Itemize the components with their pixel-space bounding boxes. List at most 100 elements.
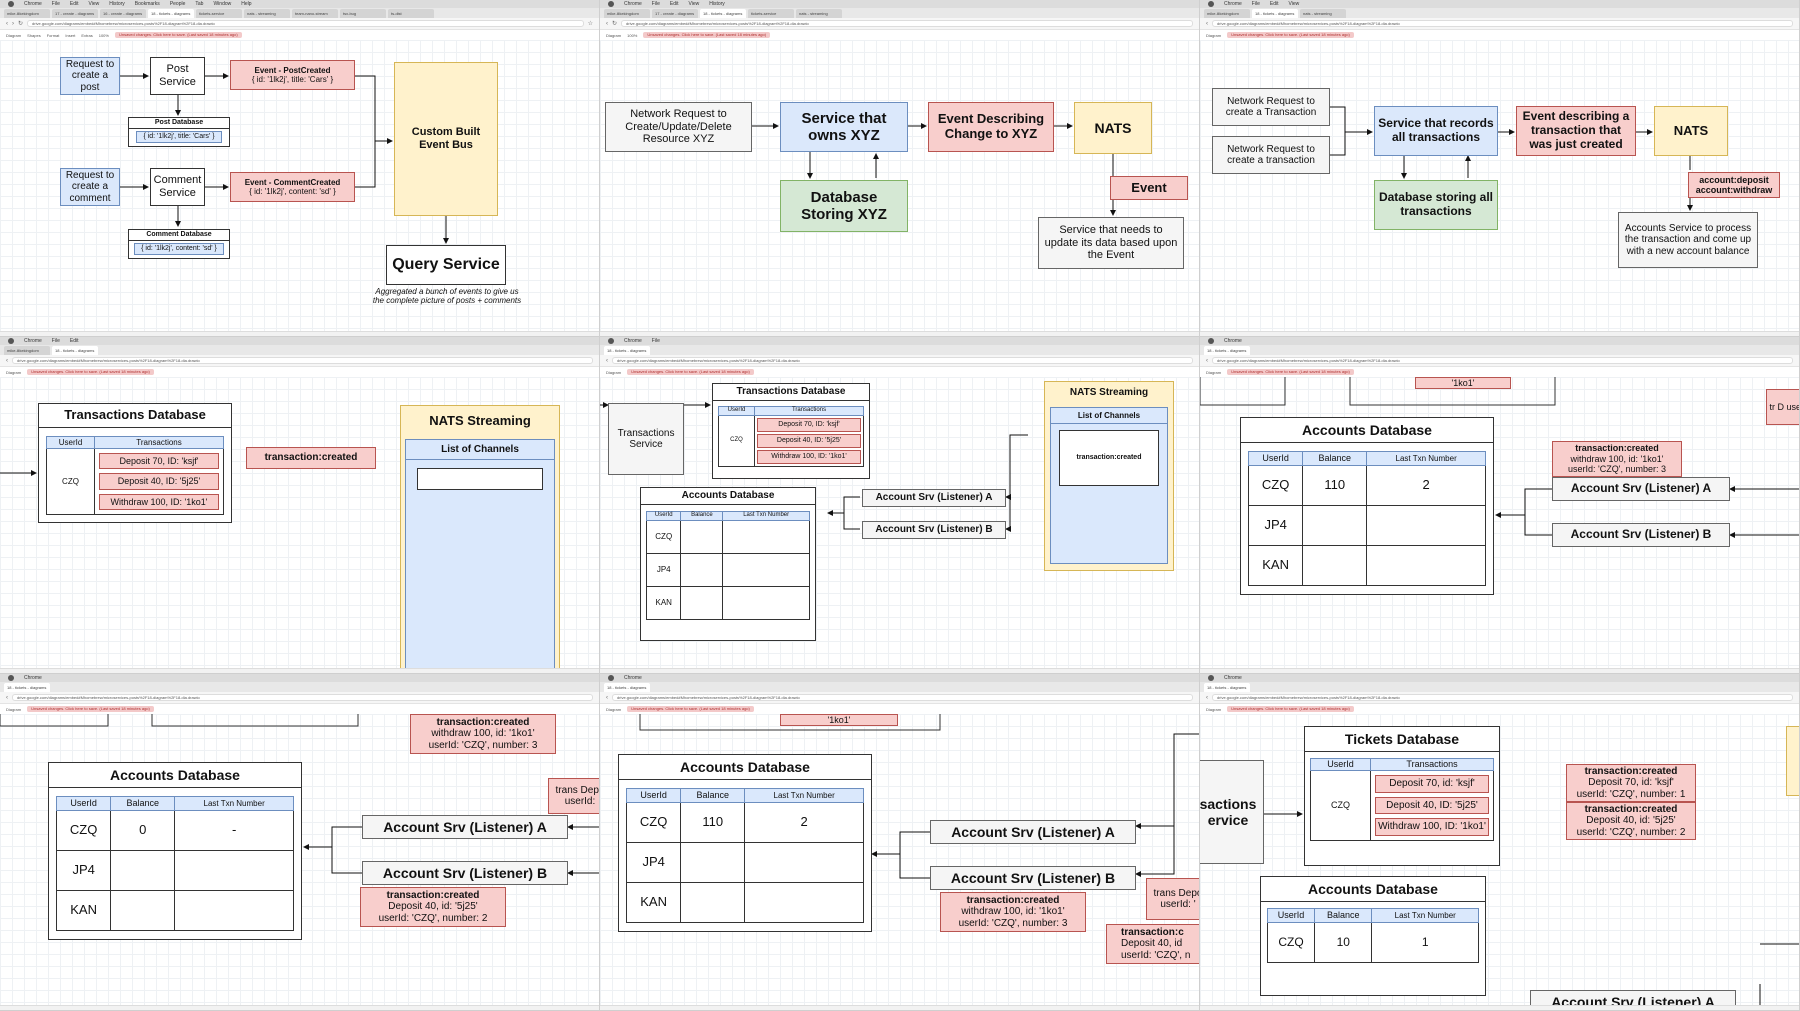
horizontal-scrollbar[interactable] xyxy=(600,1005,1199,1010)
network-request-2[interactable]: Network Request to create a transaction xyxy=(1212,136,1330,174)
menu-item[interactable]: Edit xyxy=(669,1,679,7)
menu-item[interactable]: File xyxy=(651,1,660,7)
comment-service[interactable]: Comment Service xyxy=(150,168,205,206)
accounts-service[interactable]: Accounts Service to process the transact… xyxy=(1618,212,1758,268)
browser-tab-active[interactable]: 18 - tickets - diagrams xyxy=(604,346,650,355)
unsaved-warning[interactable]: Unsaved changes. Click here to save. (La… xyxy=(27,369,154,375)
nats-streaming[interactable]: NATS Streaming List of Channels xyxy=(400,405,560,673)
toolbar-item[interactable]: Diagram xyxy=(6,369,22,375)
browser-tab[interactable]: mike-ilikekingdom xyxy=(4,346,50,355)
menu-item[interactable]: Window xyxy=(213,1,232,7)
transaction-service[interactable]: Service that records all transactions xyxy=(1374,106,1498,156)
browser-tab[interactable]: nats - streaming xyxy=(796,9,842,18)
browser-tab[interactable]: 17 - create - diagrams xyxy=(52,9,98,18)
network-request[interactable]: Network Request to Create/Update/Delete … xyxy=(605,102,752,152)
back-icon[interactable]: ‹ xyxy=(1206,357,1208,364)
menu-item[interactable]: Chrome xyxy=(1224,1,1242,7)
event-bus[interactable]: Custom Built Event Bus xyxy=(394,62,498,216)
browser-tab[interactable]: nats - streaming xyxy=(1300,9,1346,18)
toolbar-item[interactable]: Insert xyxy=(65,32,76,38)
transaction-created-event[interactable]: transaction:created xyxy=(246,447,376,469)
horizontal-scrollbar[interactable] xyxy=(1200,1005,1799,1010)
back-icon[interactable]: ‹ xyxy=(6,20,8,27)
browser-tab-active[interactable]: 18 - tickets - diagrams xyxy=(1204,683,1250,692)
address-bar[interactable]: drive.google.com/diagrams/embed#Mhomebre… xyxy=(27,20,584,27)
back-icon[interactable]: ‹ xyxy=(1206,20,1208,27)
horizontal-scrollbar[interactable] xyxy=(600,331,1199,336)
menu-item[interactable]: Chrome xyxy=(624,675,642,681)
unsaved-warning[interactable]: Unsaved changes. Click here to save. (La… xyxy=(627,706,754,712)
diagram-canvas[interactable]: Network Request to Create/Update/Delete … xyxy=(600,40,1199,336)
address-bar[interactable]: drive.google.com/diagrams/embed#Mhomebre… xyxy=(1212,357,1793,364)
apple-icon[interactable] xyxy=(1208,1,1214,7)
apple-icon[interactable] xyxy=(8,675,14,681)
zoom-level[interactable]: 100% xyxy=(98,32,109,38)
address-bar[interactable]: drive.google.com/diagrams/embed#Mhomebre… xyxy=(12,694,593,701)
channel-transaction-created[interactable]: transaction:created xyxy=(1059,429,1159,486)
menu-item[interactable]: View xyxy=(688,1,700,7)
menu-item[interactable]: Chrome xyxy=(24,338,42,344)
menu-item[interactable]: Bookmarks xyxy=(134,1,160,7)
nats-box[interactable]: NATS xyxy=(1074,102,1152,154)
event-describing-change[interactable]: Event Describing Change to XYZ xyxy=(928,102,1054,152)
back-icon[interactable]: ‹ xyxy=(1206,694,1208,701)
channels-label[interactable]: account:deposit account:withdraw xyxy=(1688,172,1780,198)
browser-tab[interactable]: 16 - create - diagrams xyxy=(100,9,146,18)
apple-icon[interactable] xyxy=(1208,338,1214,344)
menu-item[interactable]: File xyxy=(651,338,660,344)
browser-tab-active[interactable]: 18 - tickets - diagrams xyxy=(1204,346,1250,355)
menu-item[interactable]: History xyxy=(709,1,725,7)
address-bar[interactable]: drive.google.com/diagrams/embed#Mhomebre… xyxy=(612,357,1193,364)
apple-icon[interactable] xyxy=(608,675,614,681)
menu-item[interactable]: File xyxy=(51,338,60,344)
query-service[interactable]: Query Service xyxy=(386,245,506,285)
browser-tab-active[interactable]: 18 - tickets - diagrams xyxy=(52,346,98,355)
browser-tab-active[interactable]: 18 - tickets - diagrams xyxy=(1252,9,1298,18)
apple-icon[interactable] xyxy=(608,1,614,7)
service-owns-xyz[interactable]: Service that owns XYZ xyxy=(780,102,908,152)
browser-tab[interactable]: team-nano-stream xyxy=(292,9,338,18)
zoom-level[interactable]: 100% xyxy=(627,32,638,38)
address-bar[interactable]: drive.google.com/diagrams/embed#Mhomebre… xyxy=(1212,20,1793,27)
horizontal-scrollbar[interactable] xyxy=(0,1005,599,1010)
unsaved-warning[interactable]: Unsaved changes. Click here to save. (La… xyxy=(1227,32,1354,38)
toolbar-item[interactable]: Diagram xyxy=(1206,369,1222,375)
toolbar-item[interactable]: Shapes xyxy=(27,32,41,38)
browser-tab-active[interactable]: 18 - tickets - diagrams xyxy=(148,9,194,18)
account-listener-a[interactable]: Account Srv (Listener) A xyxy=(1552,477,1730,501)
menu-item[interactable]: View xyxy=(88,1,100,7)
unsaved-warning[interactable]: Unsaved changes. Click here to save. (La… xyxy=(27,706,154,712)
browser-tab[interactable]: mike-ilikekingdom xyxy=(4,9,50,18)
post-service[interactable]: Post Service xyxy=(150,57,205,95)
browser-tab[interactable]: nats - streaming xyxy=(244,9,290,18)
browser-tab[interactable]: 17 - create - diagrams xyxy=(652,9,698,18)
menu-item[interactable]: File xyxy=(1251,1,1260,7)
channels-list[interactable]: List of Channels xyxy=(405,438,555,673)
comment-created-event[interactable]: Event - CommentCreated{ id: '1lk2j', con… xyxy=(230,172,355,202)
toolbar-item[interactable]: Diagram xyxy=(606,369,622,375)
transactions-service[interactable]: Transactions Service xyxy=(608,403,684,475)
account-listener-b[interactable]: Account Srv (Listener) B xyxy=(930,866,1136,890)
account-listener-b[interactable]: Account Srv (Listener) B xyxy=(862,521,1006,539)
network-request-1[interactable]: Network Request to create a Transaction xyxy=(1212,88,1330,126)
account-listener-b[interactable]: Account Srv (Listener) B xyxy=(362,861,568,885)
account-listener-a[interactable]: Account Srv (Listener) A xyxy=(930,820,1136,844)
toolbar-item[interactable]: Diagram xyxy=(6,706,22,712)
nats-streaming[interactable]: NATS Streaming List of Channels transact… xyxy=(1044,381,1174,571)
toolbar-item[interactable]: Diagram xyxy=(606,32,622,38)
menu-item[interactable]: Edit xyxy=(69,338,79,344)
back-icon[interactable]: ‹ xyxy=(606,694,608,701)
post-created-event[interactable]: Event - PostCreated{ id: '1lk2j', title:… xyxy=(230,60,355,90)
transactions-service-fragment[interactable]: sactions ervice xyxy=(1200,760,1264,864)
menu-item[interactable]: Chrome xyxy=(1224,675,1242,681)
menu-item[interactable]: Chrome xyxy=(24,1,42,7)
